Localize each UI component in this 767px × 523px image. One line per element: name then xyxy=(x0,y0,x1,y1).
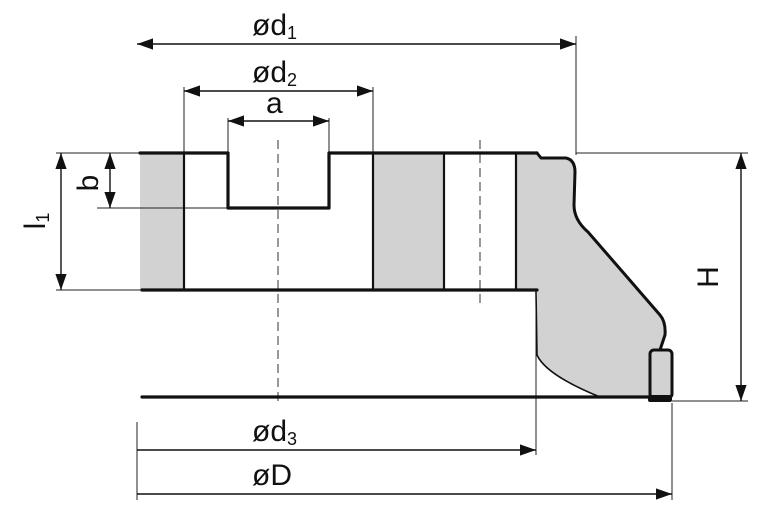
label-d3: ød3 xyxy=(252,415,297,449)
part-outline xyxy=(138,151,674,402)
label-D: øD xyxy=(252,459,292,492)
insert-pocket-section xyxy=(516,153,666,397)
extension-lines xyxy=(56,36,748,500)
body-profile xyxy=(535,151,667,352)
label-a: a xyxy=(266,87,283,120)
middle-wall-section xyxy=(373,153,444,290)
left-wall-section xyxy=(140,153,184,290)
top-face-with-keyway xyxy=(138,151,539,210)
label-l1: l1 xyxy=(19,213,53,230)
label-H: H xyxy=(692,266,725,288)
label-d1: ød1 xyxy=(252,9,297,43)
cutting-insert xyxy=(648,348,674,400)
dimension-lines xyxy=(55,38,747,500)
pocket-edge xyxy=(535,291,601,398)
label-d2: ød2 xyxy=(252,56,297,90)
insert-tip xyxy=(648,395,672,402)
centerlines xyxy=(277,140,481,405)
label-b: b xyxy=(72,175,105,192)
section-hatching xyxy=(140,153,666,397)
